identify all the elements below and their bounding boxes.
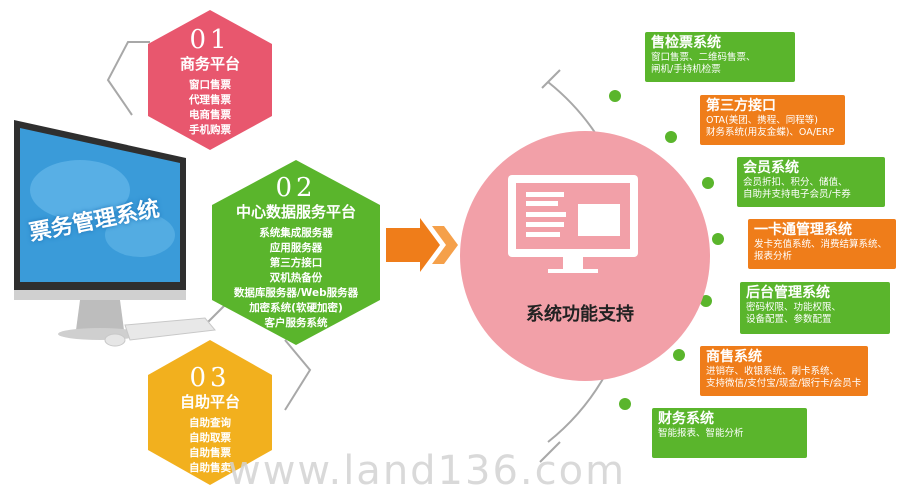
module-title: 一卡通管理系统 bbox=[754, 222, 852, 238]
monitor-illustration bbox=[14, 120, 216, 347]
module-title: 会员系统 bbox=[743, 160, 799, 176]
node-dot bbox=[702, 177, 714, 189]
node-dot bbox=[665, 131, 677, 143]
connector-line bbox=[106, 41, 150, 116]
hexagon-item: 客户服务系统 bbox=[264, 317, 328, 329]
hexagon-number: 02 bbox=[275, 173, 317, 203]
module-desc: 财务系统(用友金蝶)、OA/ERP bbox=[706, 127, 835, 138]
module-backend: 后台管理系统 密码权限、功能权限、 设备配置、参数配置 bbox=[740, 282, 890, 334]
hexagon-item: 加密系统(软硬加密) bbox=[249, 302, 343, 314]
hexagon-item: 电商售票 bbox=[189, 109, 231, 121]
module-ticketing: 售检票系统 窗口售票、二维码售票、 闸机/手持机检票 bbox=[645, 32, 795, 82]
module-title: 第三方接口 bbox=[706, 98, 776, 114]
module-finance: 财务系统 智能报表、智能分析 bbox=[652, 408, 807, 458]
module-desc: 闸机/手持机检票 bbox=[651, 64, 721, 75]
watermark-text: www.land136.com bbox=[228, 448, 627, 494]
hexagon-item: 自助售卖 bbox=[189, 462, 231, 474]
connector-line bbox=[539, 441, 561, 463]
hexagon-01-content: 01 商务平台 窗口售票 代理售票 电商售票 手机购票 bbox=[148, 26, 272, 138]
module-third-party: 第三方接口 OTA(美团、携程、同程等) 财务系统(用友金蝶)、OA/ERP bbox=[700, 95, 845, 145]
hexagon-item: 自助查询 bbox=[189, 417, 231, 429]
hexagon-03-content: 03 自助平台 自助查询 自助取票 自助售票 自助售卖 bbox=[148, 364, 272, 476]
hexagon-number: 03 bbox=[189, 363, 231, 393]
module-desc: 发卡充值系统、消费结算系统、 bbox=[754, 239, 888, 250]
hexagon-item: 手机购票 bbox=[189, 124, 231, 136]
module-desc: 会员折扣、积分、储值、 bbox=[743, 177, 848, 188]
hexagon-item: 应用服务器 bbox=[269, 242, 323, 254]
hexagon-title: 商务平台 bbox=[179, 55, 240, 73]
module-title: 售检票系统 bbox=[651, 35, 721, 51]
module-desc: 智能报表、智能分析 bbox=[658, 428, 744, 439]
hexagon-03 bbox=[148, 340, 272, 485]
hexagon-title: 自助平台 bbox=[179, 393, 240, 411]
hexagon-02 bbox=[212, 160, 380, 345]
module-desc: 进销存、收银系统、刷卡系统、 bbox=[706, 366, 840, 377]
center-label: 系统功能支持 bbox=[526, 304, 634, 325]
module-title: 后台管理系统 bbox=[746, 285, 830, 301]
hexagon-item: 数据库服务器/Web服务器 bbox=[233, 287, 359, 299]
hexagon-item: 系统集成服务器 bbox=[259, 227, 333, 239]
module-desc: 窗口售票、二维码售票、 bbox=[651, 52, 756, 63]
hexagon-title: 中心数据服务平台 bbox=[235, 203, 356, 221]
module-card-management: 一卡通管理系统 发卡充值系统、消费结算系统、 报表分析 bbox=[748, 219, 896, 269]
module-retail: 商售系统 进销存、收银系统、刷卡系统、 支持微信/支付宝/现金/银行卡/会员卡 bbox=[700, 346, 868, 396]
node-dot bbox=[673, 349, 685, 361]
module-desc: 报表分析 bbox=[754, 251, 793, 262]
node-dot bbox=[619, 398, 631, 410]
hexagon-item: 双机热备份 bbox=[269, 272, 323, 284]
hexagon-number: 01 bbox=[189, 25, 231, 55]
module-desc: 设备配置、参数配置 bbox=[746, 314, 832, 325]
hexagon-item: 自助取票 bbox=[189, 432, 231, 444]
module-desc: 密码权限、功能权限、 bbox=[746, 302, 842, 313]
module-membership: 会员系统 会员折扣、积分、储值、 自助并支持电子会员/卡券 bbox=[737, 157, 885, 207]
node-dot bbox=[609, 90, 621, 102]
hexagon-item: 第三方接口 bbox=[269, 257, 323, 269]
hexagon-item: 窗口售票 bbox=[189, 79, 231, 91]
connector-line bbox=[284, 339, 312, 411]
hexagon-item: 自助售票 bbox=[189, 447, 231, 459]
module-title: 商售系统 bbox=[706, 349, 762, 365]
module-desc: 自助并支持电子会员/卡券 bbox=[743, 189, 851, 200]
node-dot bbox=[712, 233, 724, 245]
module-desc: 支持微信/支付宝/现金/银行卡/会员卡 bbox=[706, 378, 862, 389]
hexagon-01 bbox=[148, 10, 272, 150]
hexagon-item: 代理售票 bbox=[189, 94, 231, 106]
module-desc: OTA(美团、携程、同程等) bbox=[706, 115, 818, 126]
flow-arrow-icon bbox=[386, 218, 458, 272]
module-title: 财务系统 bbox=[658, 411, 714, 427]
connector-line bbox=[541, 69, 561, 89]
hexagon-02-content: 02 中心数据服务平台 系统集成服务器 应用服务器 第三方接口 双机热备份 数据… bbox=[212, 174, 380, 331]
node-dot bbox=[700, 295, 712, 307]
monitor-icon bbox=[508, 175, 638, 273]
